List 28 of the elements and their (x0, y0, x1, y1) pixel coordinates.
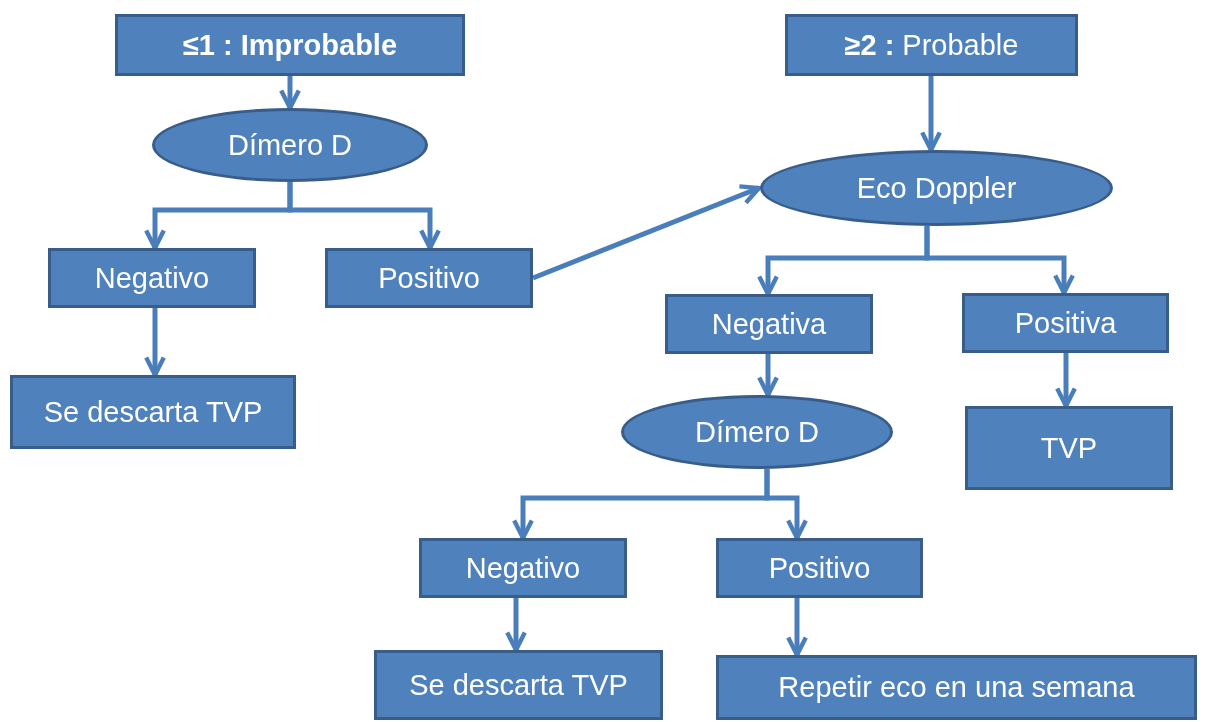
node-label: Negativo (94, 261, 210, 295)
process-box (665, 294, 873, 354)
node-label: Positivo (378, 261, 480, 295)
node-label: Se descarta TVP (43, 395, 263, 429)
process-box (374, 650, 663, 720)
process-box (965, 406, 1173, 490)
node-label: Repetir eco en una semana (778, 671, 1135, 704)
arrow (532, 184, 762, 281)
node-label: ≥2 : Probable (844, 28, 1019, 62)
node-label: Negativo (465, 551, 581, 585)
node-label: Dímero D (694, 415, 820, 449)
process-box (419, 538, 627, 598)
process-box (716, 655, 1197, 720)
process-box (48, 248, 256, 308)
node-label: ≤1 : Improbable (182, 28, 398, 62)
process-box (962, 293, 1169, 353)
node-label: TVP (1040, 431, 1098, 465)
node-label: Positivo (768, 551, 871, 585)
node-label: Negativa (711, 307, 827, 341)
node-label: Positiva (1014, 306, 1117, 340)
process-box (716, 538, 923, 598)
node-label: Se descarta TVP (409, 668, 628, 702)
process-box (785, 14, 1078, 76)
node-label: Dímero D (227, 128, 353, 162)
node-label: Eco Doppler (856, 171, 1017, 205)
process-box (10, 375, 296, 449)
process-box (115, 14, 465, 76)
process-box (325, 248, 533, 308)
